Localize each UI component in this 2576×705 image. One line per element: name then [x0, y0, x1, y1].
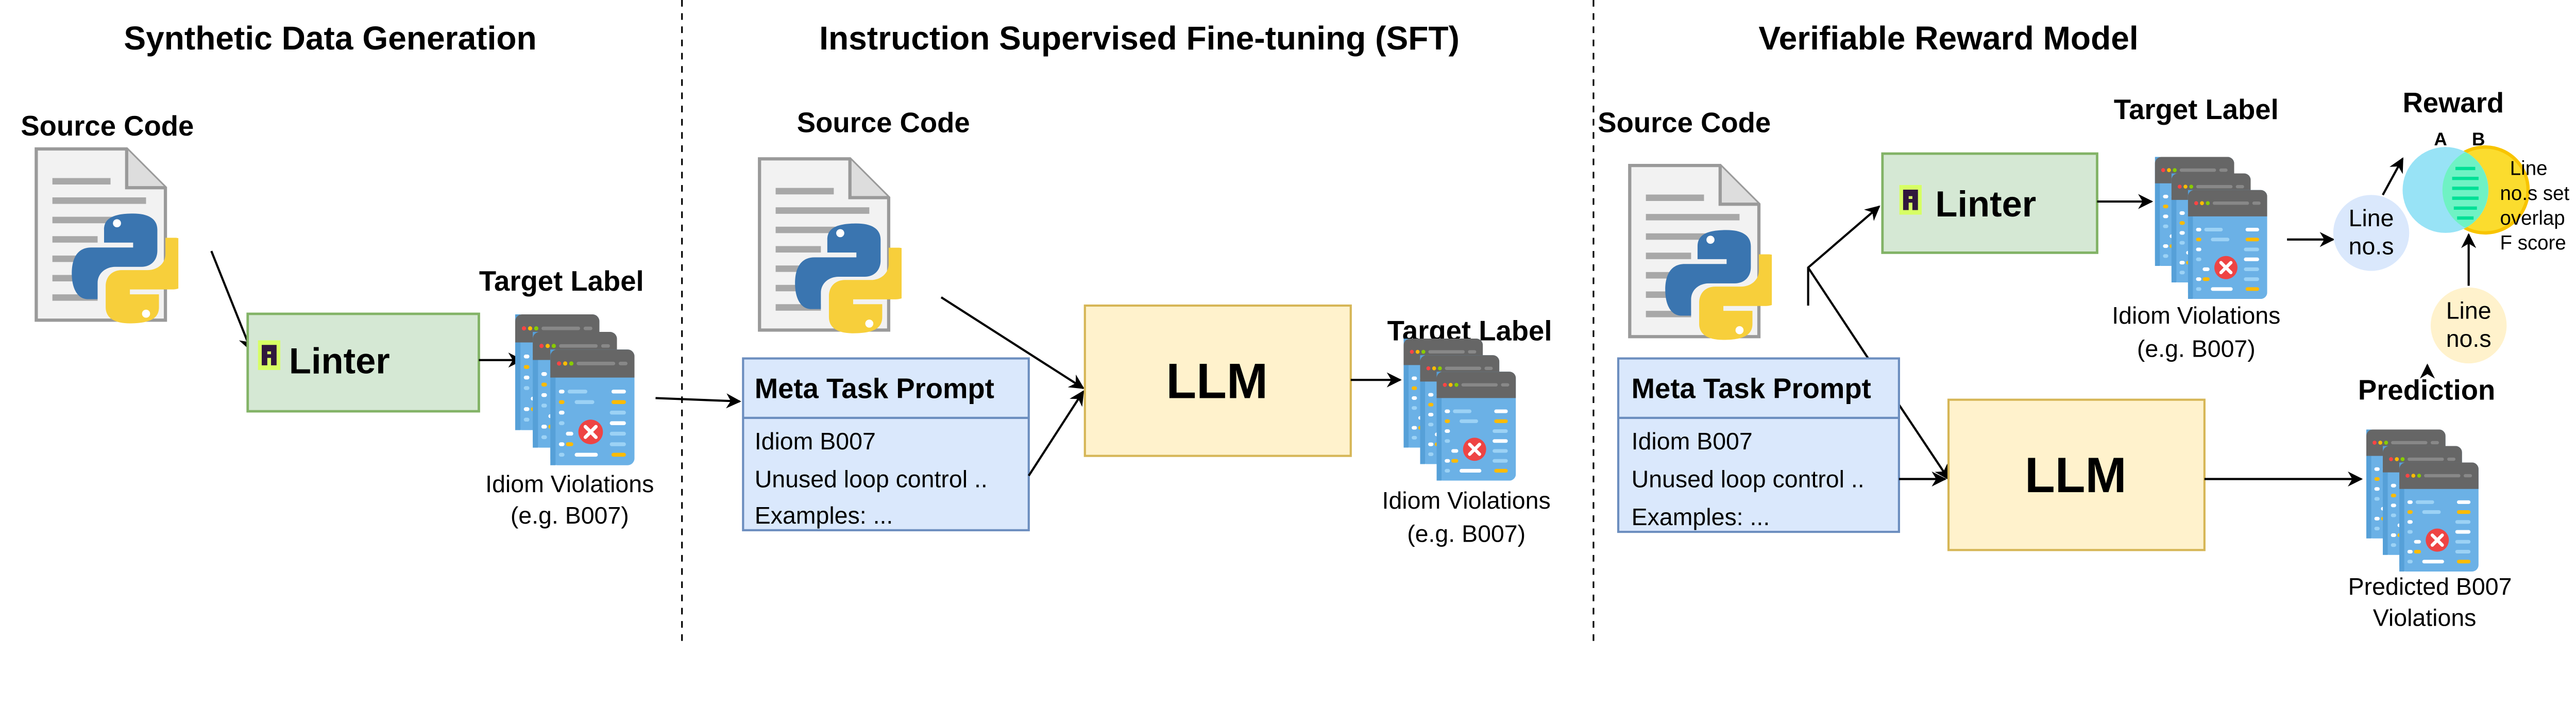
section-title: Verifiable Reward Model	[1758, 20, 2138, 57]
section-title: Instruction Supervised Fine-tuning (SFT)	[819, 20, 1460, 57]
prediction-caption: Predicted B007	[2348, 573, 2512, 600]
meta-task-prompt-box: Meta Task Prompt Idiom B007 Unused loop …	[742, 357, 1030, 531]
prompt-line: Idiom B007	[755, 428, 876, 455]
prompt-header: Meta Task Prompt	[755, 373, 994, 404]
svg-text:Line: Line	[2510, 158, 2548, 180]
source-code-label: Source Code	[21, 110, 194, 142]
predicted-line-numbers: Line no.s	[2430, 287, 2507, 364]
llm-box: LLM	[1083, 304, 1352, 457]
linter-label: Linter	[1935, 183, 2036, 224]
code-error-windows-icon	[515, 314, 635, 465]
section-title: Synthetic Data Generation	[124, 20, 536, 57]
source-code-label: Source Code	[797, 107, 970, 138]
meta-task-prompt-box: Meta Task Prompt Idiom B007 Unused loop …	[1617, 357, 1900, 533]
code-error-windows-icon	[1403, 339, 1516, 481]
python-source-file-icon	[36, 149, 191, 323]
svg-text:no.s: no.s	[2349, 233, 2394, 260]
prompt-line: Unused loop control ..	[755, 466, 988, 493]
prompt-header: Meta Task Prompt	[1632, 373, 1871, 404]
llm-label: LLM	[2025, 448, 2127, 503]
linter-box: Linter	[1881, 152, 2098, 254]
code-error-windows-icon	[2366, 429, 2479, 572]
example-code-caption: (e.g. B007)	[511, 502, 629, 529]
prompt-line: Idiom B007	[1632, 428, 1753, 455]
python-source-file-icon	[759, 159, 914, 333]
venn-diagram-icon: A B	[2402, 129, 2530, 235]
code-error-windows-icon	[2155, 157, 2267, 299]
linter-label: Linter	[289, 340, 390, 381]
idiom-violations-caption: Idiom Violations	[485, 471, 654, 497]
ruff-linter-logo-icon	[258, 340, 281, 370]
target-line-numbers: Line no.s	[2333, 195, 2410, 271]
idiom-violations-caption: Idiom Violations	[1382, 487, 1551, 514]
prompt-line: Examples: ...	[1632, 503, 1770, 530]
svg-text:Line: Line	[2446, 297, 2492, 324]
prompt-line: Examples: ...	[755, 502, 893, 529]
linter-box: Linter	[246, 312, 480, 413]
llm-box: LLM	[1947, 398, 2206, 551]
svg-text:Line: Line	[2349, 205, 2394, 231]
ruff-linter-logo-icon	[1899, 184, 1922, 215]
prediction-caption: Violations	[2373, 605, 2477, 631]
llm-label: LLM	[1166, 354, 1268, 409]
source-code-label: Source Code	[1598, 107, 1771, 138]
target-label-title: Target Label	[479, 265, 644, 297]
python-source-file-icon	[1630, 165, 1785, 340]
svg-text:overlap: overlap	[2500, 207, 2565, 229]
svg-text:no.s: no.s	[2446, 325, 2492, 352]
prompt-line: Unused loop control ..	[1632, 466, 1865, 493]
idiom-violations-caption: Idiom Violations	[2112, 302, 2280, 329]
reward-title: Reward	[2402, 87, 2504, 119]
svg-text:no.s set: no.s set	[2500, 182, 2570, 205]
example-code-caption: (e.g. B007)	[2137, 335, 2256, 362]
prediction-title: Prediction	[2358, 375, 2495, 406]
example-code-caption: (e.g. B007)	[1407, 520, 1526, 547]
reward-description: Line no.s set overlap F score	[2500, 158, 2570, 254]
target-label-title: Target Label	[2114, 94, 2279, 125]
svg-text:F score: F score	[2500, 232, 2566, 254]
pipeline-diagram: Synthetic Data Generation Instruction Su…	[21, 0, 2570, 648]
set-a-label: A	[2434, 129, 2447, 149]
